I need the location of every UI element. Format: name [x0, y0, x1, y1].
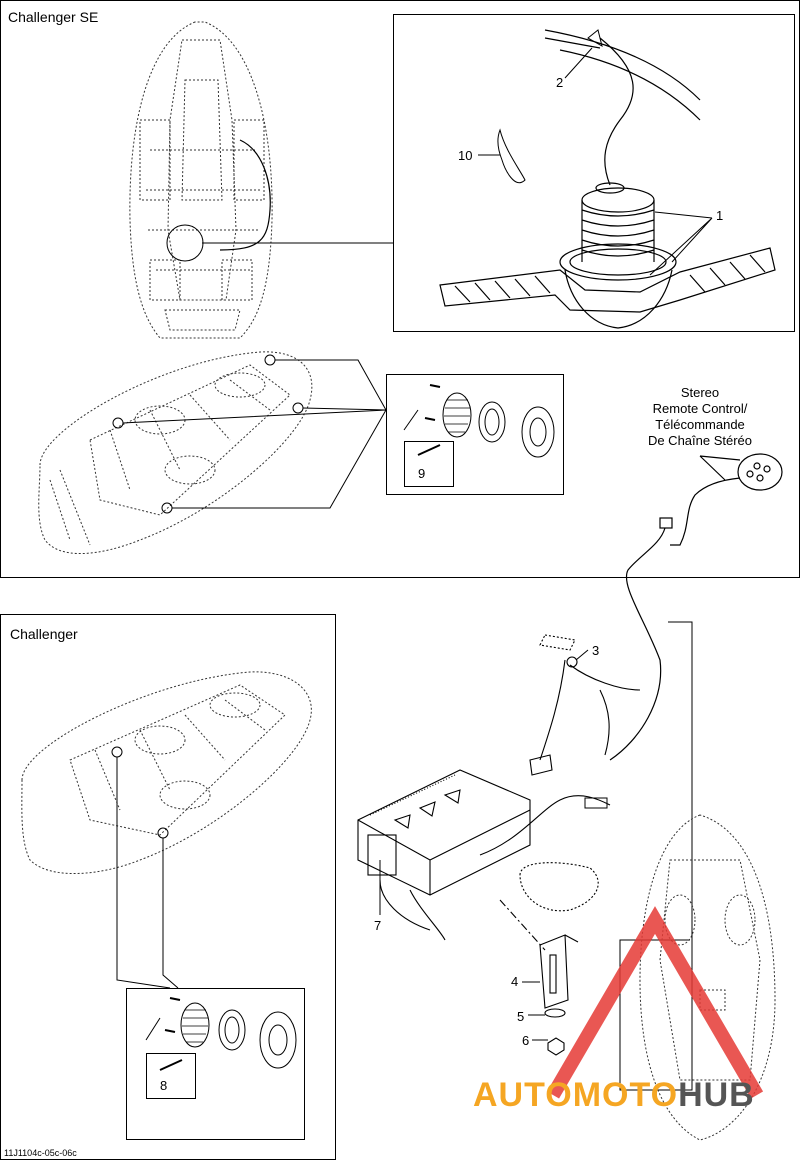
- boat-perspective-se: [38, 351, 313, 555]
- stereo-head-unit: [357, 769, 531, 896]
- callout-7: 7: [374, 918, 382, 933]
- watermark-part1: AUTOMOTO: [473, 1076, 679, 1114]
- callout-4: 4: [511, 974, 519, 989]
- deck-cross-section: [439, 247, 776, 313]
- callout-2: 2: [556, 75, 564, 90]
- stereo-remote-control-icon: [609, 453, 783, 761]
- boat-top-view-se: [129, 21, 273, 339]
- watermark-part2: HUB: [678, 1076, 755, 1114]
- document-id: 11J1104c-05c-06c: [4, 1148, 77, 1158]
- speaker-parts-top: [403, 384, 555, 458]
- callout-6: 6: [522, 1033, 530, 1048]
- callout-8: 8: [160, 1078, 168, 1093]
- callout-3: 3: [592, 643, 600, 658]
- speaker-parts-bottom: [145, 997, 297, 1071]
- callout-1: 1: [716, 208, 724, 223]
- cable-tie-icon: [497, 128, 526, 183]
- detail-frame-speaker-parts-top: [386, 374, 564, 495]
- watermark-triangle-icon: [546, 906, 764, 1099]
- section-title-challenger: Challenger: [10, 626, 78, 642]
- callout-10: 10: [458, 148, 473, 163]
- boat-perspective-challenger: [21, 671, 312, 874]
- section-title-challenger-se: Challenger SE: [8, 9, 99, 25]
- mounting-bracket: [499, 862, 599, 1056]
- stereo-label-line4: De Chaîne Stéréo: [647, 433, 753, 448]
- callout-9: 9: [418, 466, 426, 481]
- detail-frame-screw-bottom: [146, 1053, 196, 1099]
- detail-frame-screw-top: [404, 441, 454, 487]
- detail-frame-speaker-install: [393, 14, 795, 332]
- speaker-unit: [559, 182, 677, 329]
- cable-tie-clip: [587, 29, 603, 48]
- callout-5: 5: [517, 1009, 525, 1024]
- stereo-remote-label: Stereo Remote Control/ Télécommande De C…: [600, 385, 800, 449]
- stereo-label-line2: Remote Control/: [652, 401, 748, 416]
- watermark-logo: AUTOMOTOHUB: [473, 1076, 755, 1115]
- stereo-label-line3: Télécommande: [655, 417, 745, 432]
- wiring-harness: [529, 634, 641, 776]
- detail-frame-speaker-parts-bottom: [126, 988, 305, 1140]
- stereo-label-line1: Stereo: [680, 385, 720, 400]
